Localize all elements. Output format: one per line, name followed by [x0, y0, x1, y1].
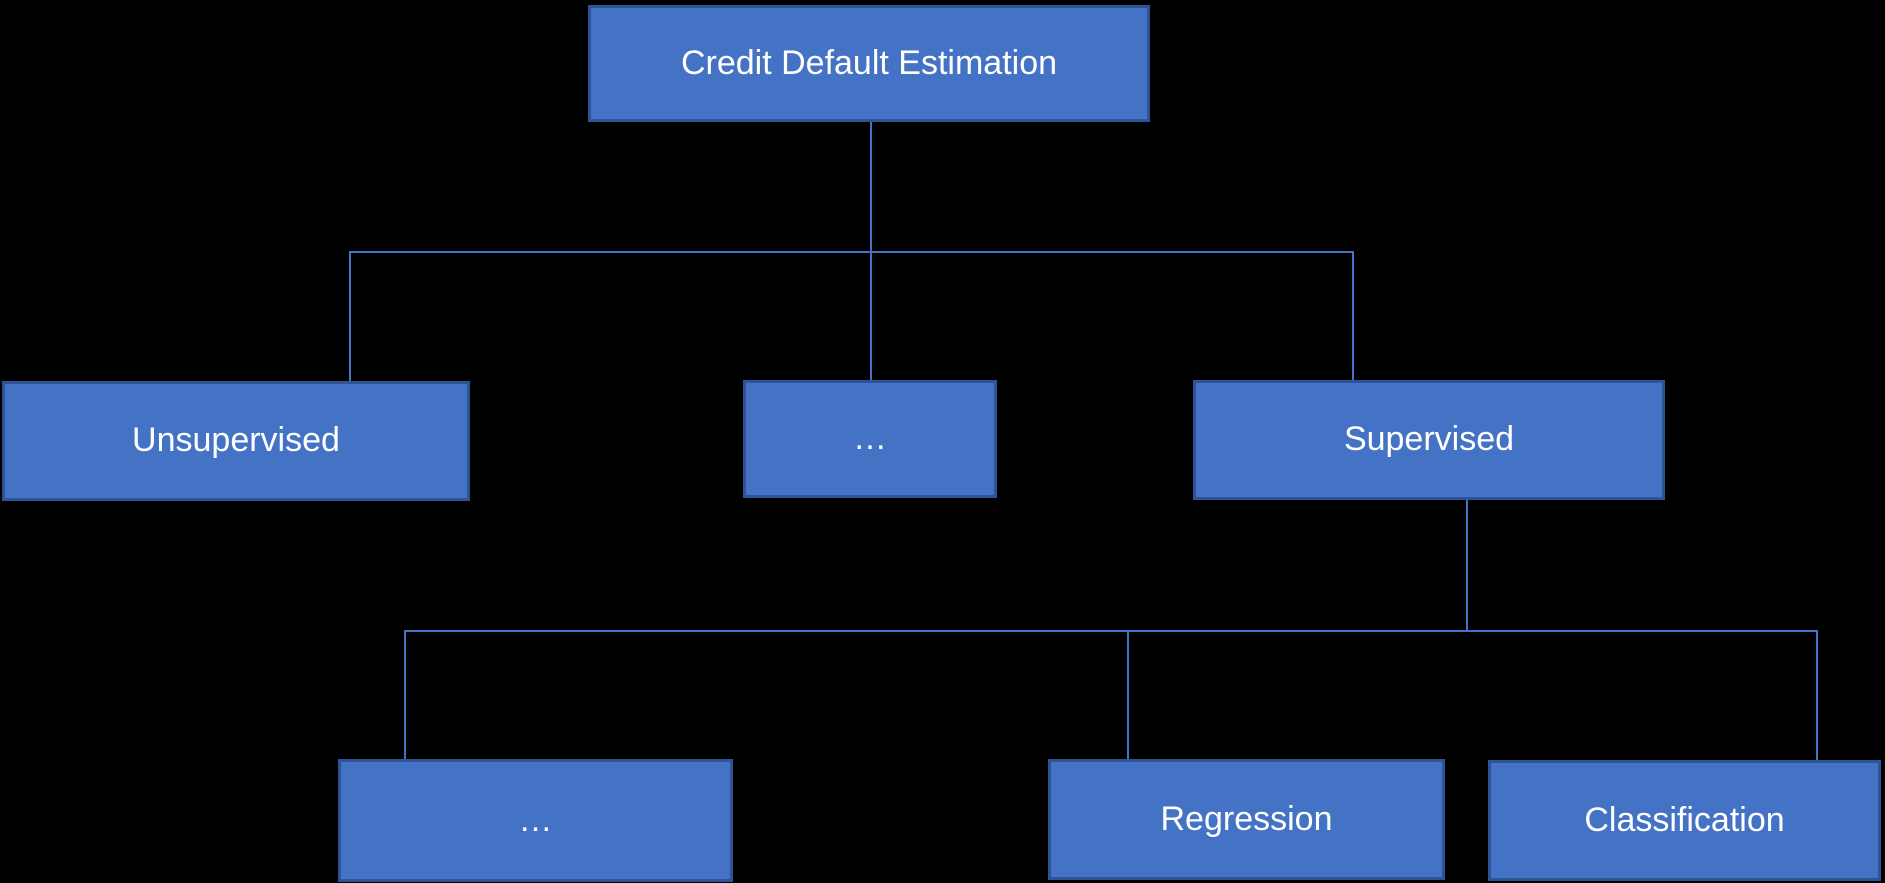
connector-drop-supervised [1352, 251, 1354, 380]
connector-root-to-level2-bus [870, 122, 872, 252]
node-label-supervised: Supervised [1343, 420, 1515, 459]
node-level2-ellipsis: … [743, 380, 997, 498]
node-label-level3-ellipsis: … [518, 800, 553, 839]
node-supervised: Supervised [1193, 380, 1665, 500]
node-regression: Regression [1048, 759, 1445, 880]
connector-drop-regression [1127, 630, 1129, 759]
connector-drop-classification [1816, 630, 1818, 760]
node-classification: Classification [1488, 760, 1881, 881]
node-label-regression: Regression [1160, 799, 1333, 838]
node-unsupervised: Unsupervised [2, 381, 470, 501]
node-level3-ellipsis: … [338, 759, 733, 882]
connector-drop-level2-ellipsis [870, 251, 872, 380]
connector-drop-unsupervised [349, 251, 351, 381]
node-label-classification: Classification [1584, 800, 1785, 839]
node-label-credit-default-estimation: Credit Default Estimation [680, 43, 1058, 82]
node-label-unsupervised: Unsupervised [132, 421, 340, 460]
node-label-level2-ellipsis: … [853, 419, 887, 458]
connector-drop-level3-ellipsis [404, 630, 406, 759]
connector-supervised-to-level3-bus [1466, 500, 1468, 631]
connector-level3-bus [404, 630, 1818, 632]
connector-level2-bus [349, 251, 1354, 253]
node-credit-default-estimation: Credit Default Estimation [588, 5, 1150, 122]
